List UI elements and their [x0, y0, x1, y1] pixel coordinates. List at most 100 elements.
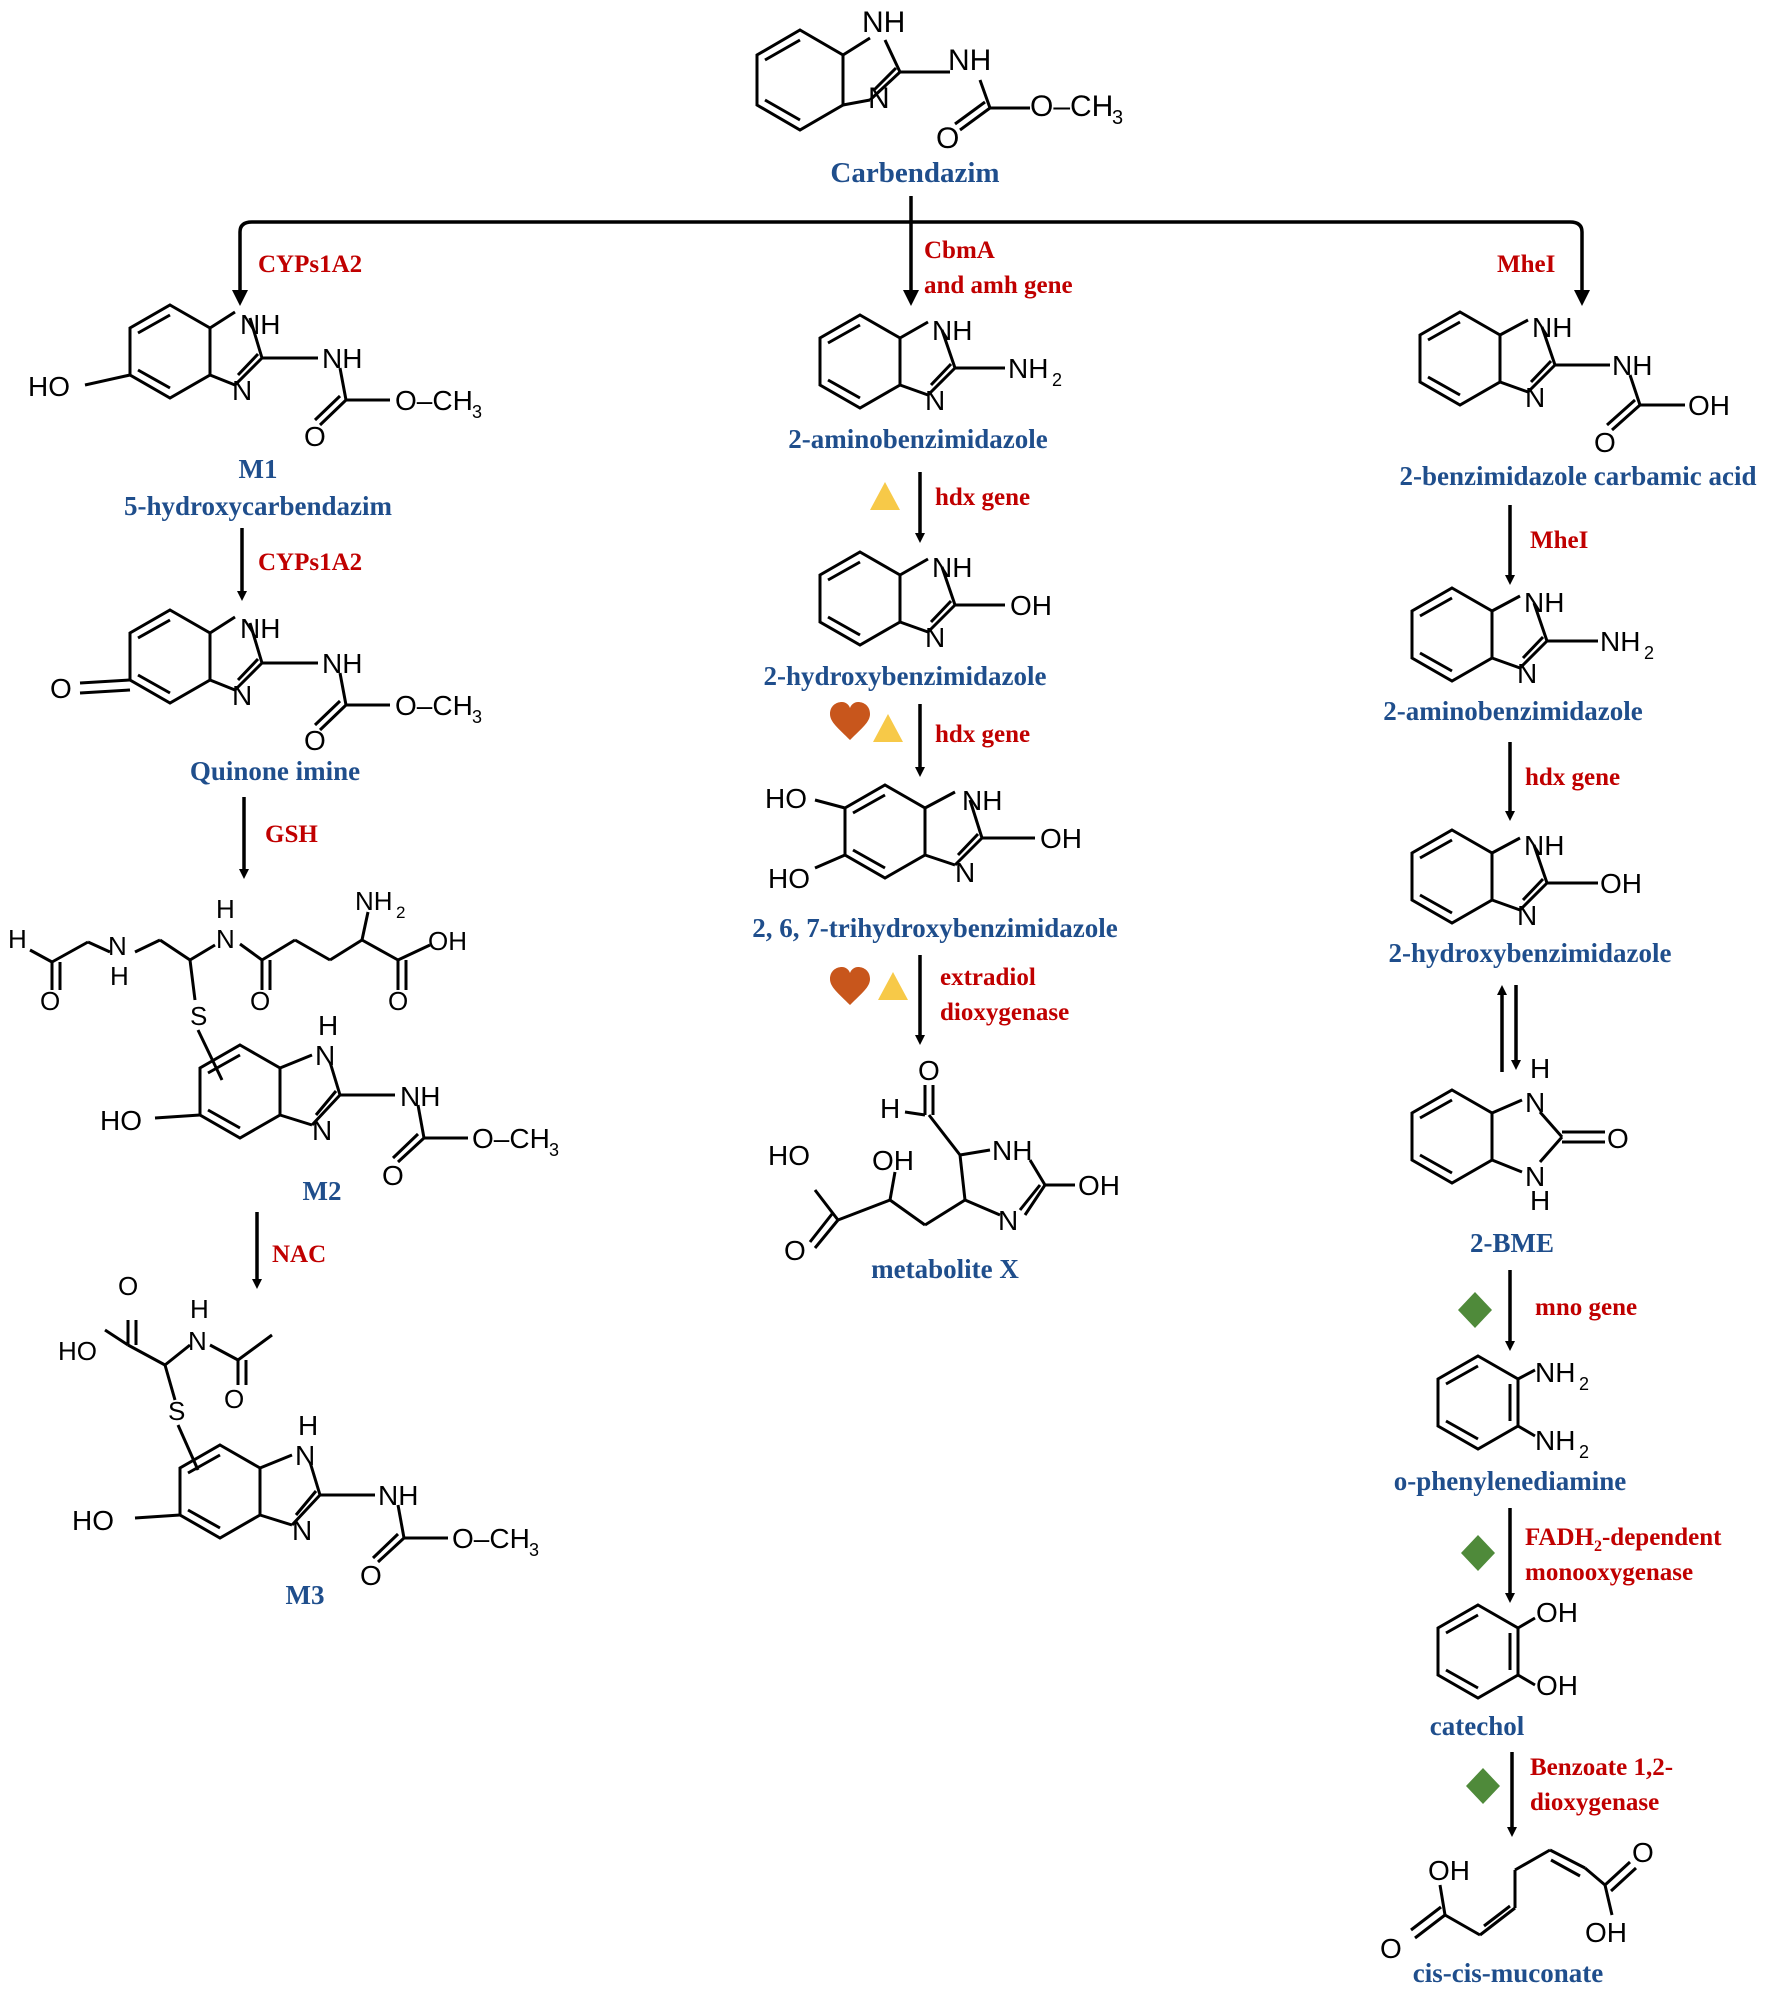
atom-nh2: NH	[1535, 1425, 1575, 1456]
enzyme-cbma-line1: CbmA	[924, 237, 995, 264]
atom-nh: NH	[240, 309, 280, 340]
atom-h: H	[1530, 1053, 1550, 1084]
atom-o: O	[1607, 1123, 1629, 1154]
label-m1-code: M1	[239, 454, 278, 484]
atom-n: N	[1517, 658, 1537, 689]
atom-nh: NH	[932, 552, 972, 583]
enzyme-hdx2: hdx gene	[935, 721, 1030, 748]
atom-sub: 3	[549, 1140, 559, 1160]
diamond-icon	[1466, 1768, 1500, 1804]
enzyme-cyp1: CYPs1A2	[258, 251, 362, 278]
triangle-icon	[870, 482, 900, 510]
atom-oh: OH	[1585, 1917, 1627, 1948]
atom-n: N	[312, 1115, 332, 1146]
atom-oh: OH	[1040, 823, 1082, 854]
enzyme-benzoate-line1: Benzoate 1,2-	[1530, 1754, 1673, 1781]
atom-ho: HO	[28, 371, 70, 402]
atom-ho: HO	[72, 1505, 114, 1536]
label-right-catechol: catechol	[1430, 1711, 1525, 1741]
enzyme-mno: mno gene	[1535, 1294, 1637, 1321]
atom-nh2: NH	[355, 886, 393, 916]
m1-structure	[84, 303, 390, 427]
atom-n: N	[188, 1326, 207, 1356]
atom-h: H	[1530, 1185, 1550, 1216]
metx-structure	[808, 1085, 1075, 1249]
label-m2: M2	[303, 1176, 342, 1206]
atom-ho: HO	[768, 1140, 810, 1171]
diamond-icon	[1461, 1535, 1495, 1571]
label-mid-2hb: 2-hydroxybenzimidazole	[764, 661, 1047, 691]
atom-n: N	[232, 375, 252, 406]
atom-nh: NH	[322, 648, 362, 679]
atom-oh: OH	[1010, 590, 1052, 621]
m3-structure	[104, 1320, 448, 1564]
label-right-bme: 2-BME	[1470, 1228, 1554, 1258]
mid-2hb-structure	[818, 550, 1005, 647]
atom-n: N	[216, 924, 235, 954]
atom-n: N	[998, 1205, 1018, 1236]
atom-och3: O–CH	[452, 1523, 530, 1554]
atom-n: N	[1525, 1087, 1545, 1118]
label-carbendazim: Carbendazim	[830, 157, 999, 189]
atom-h: H	[8, 924, 27, 954]
right-2ab-structure	[1410, 586, 1598, 683]
atom-ho: HO	[58, 1336, 97, 1366]
m2-ring	[154, 1043, 468, 1164]
atom-n: N	[1525, 1161, 1545, 1192]
enzyme-hdx1: hdx gene	[935, 484, 1030, 511]
atom-sub: 3	[472, 402, 482, 422]
atom-sub: 3	[472, 707, 482, 727]
atom-oh: OH	[1078, 1170, 1120, 1201]
atom-sub: 2	[1644, 643, 1654, 663]
atom-sub: 2	[396, 903, 405, 922]
atom-o: O	[388, 986, 408, 1016]
triangle-icon	[878, 972, 908, 1000]
enzyme-mhei1: MheI	[1497, 251, 1555, 278]
atom-ho: HO	[100, 1105, 142, 1136]
atom-oh: OH	[1536, 1670, 1578, 1701]
right-bme-structure	[1410, 1088, 1605, 1185]
label-right-bca: 2-benzimidazole carbamic acid	[1400, 461, 1757, 491]
label-m1-name: 5-hydroxycarbendazim	[124, 491, 393, 521]
atom-oh: OH	[1536, 1597, 1578, 1628]
label-mid-thb: 2, 6, 7-trihydroxybenzimidazole	[752, 913, 1117, 943]
atom-h: H	[298, 1410, 318, 1441]
atom-h: H	[880, 1093, 900, 1124]
branch-arrowheads	[232, 290, 1590, 306]
atom-n: N	[232, 680, 252, 711]
atom-o: O	[40, 986, 60, 1016]
mid-thb-structure	[814, 783, 1035, 880]
atom-nh: NH	[932, 315, 972, 346]
atom-ho: HO	[768, 863, 810, 894]
right-muconate-structure	[1410, 1848, 1638, 1940]
atom-n: N	[1517, 900, 1537, 931]
m2-chain	[29, 911, 431, 1081]
atom-o: O	[250, 986, 270, 1016]
atom-oh: OH	[1428, 1855, 1470, 1886]
atom-nh: NH	[1612, 350, 1652, 381]
enzyme-extradiol-line1: extradiol	[940, 964, 1036, 991]
enzyme-mhei2: MheI	[1530, 527, 1588, 554]
atom-nh: NH	[240, 613, 280, 644]
atom-sub: 2	[1579, 1374, 1589, 1394]
atom-nh2: NH	[1535, 1357, 1575, 1388]
atom-och3: O–CH	[395, 385, 473, 416]
atom-o: O	[1594, 427, 1616, 458]
atom-o: O	[918, 1055, 940, 1086]
atom-nh: NH	[1524, 587, 1564, 618]
carbendazim-structure	[755, 28, 1030, 132]
atom-o: O	[1380, 1933, 1402, 1964]
atom-o: O	[1632, 1837, 1654, 1868]
enzyme-fadh-line2: monooxygenase	[1525, 1559, 1693, 1586]
enzyme-benzoate-line2: dioxygenase	[1530, 1789, 1659, 1816]
atom-nh: NH	[1532, 312, 1572, 343]
atom-n: N	[108, 931, 127, 961]
enzyme-extradiol-line2: dioxygenase	[940, 999, 1069, 1026]
atom-och3: O–CH	[472, 1123, 550, 1154]
atom-h: H	[216, 894, 235, 924]
atom-o: O	[304, 421, 326, 452]
atom-nh: NH	[948, 44, 991, 77]
enzyme-nac: NAC	[272, 1241, 326, 1268]
atom-nh: NH	[322, 343, 362, 374]
